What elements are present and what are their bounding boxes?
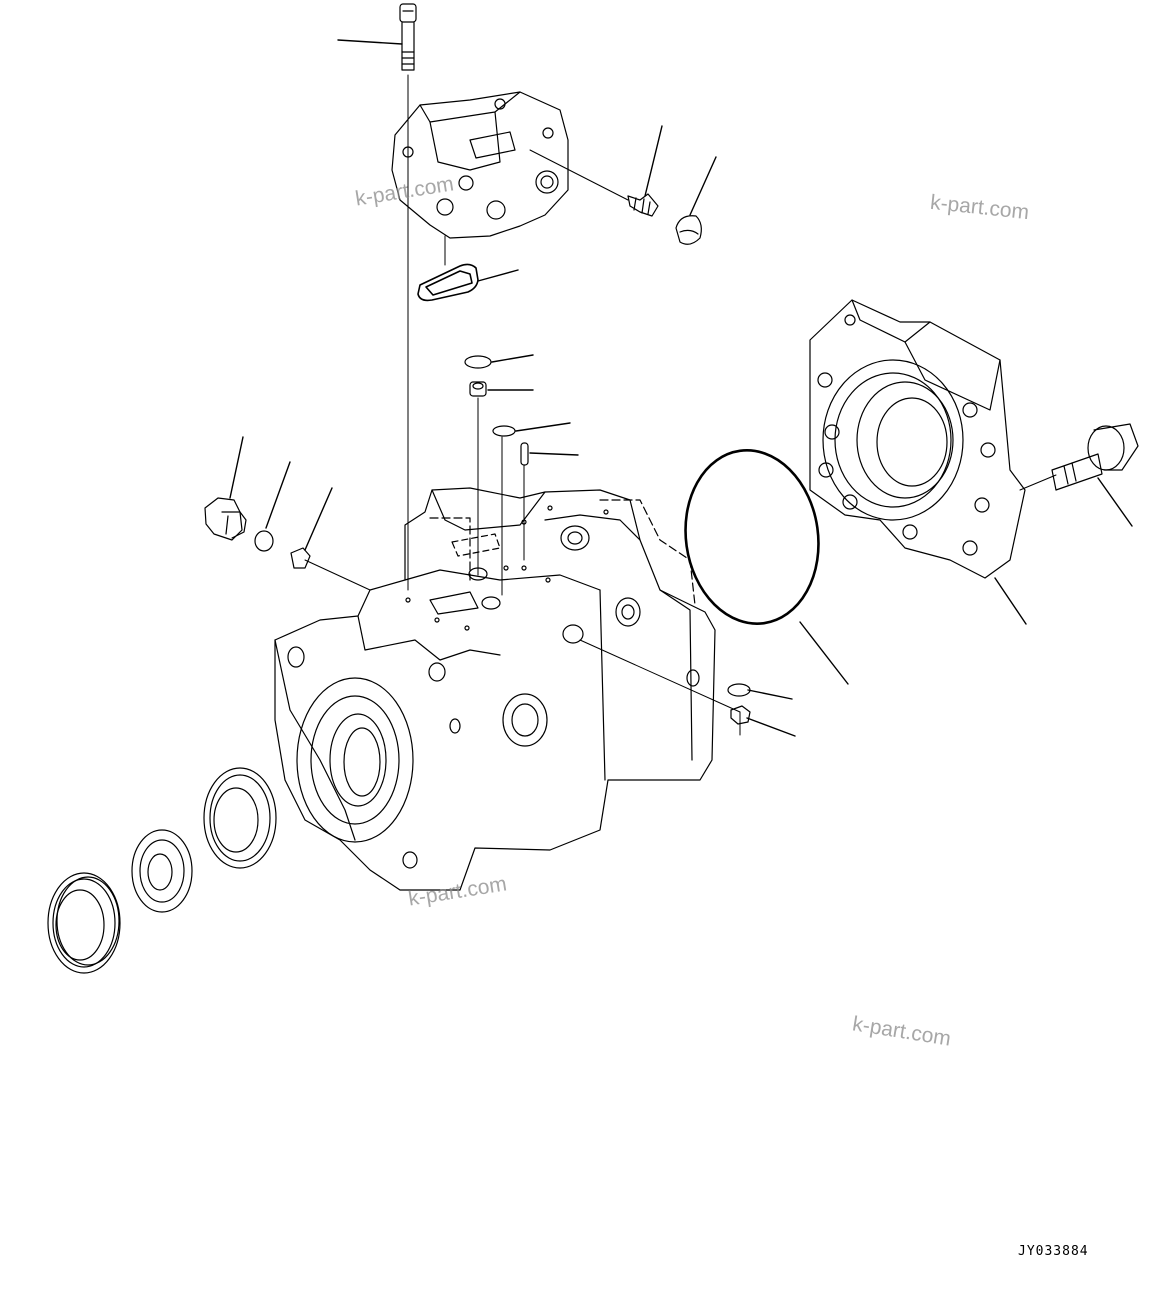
leader-oring-right bbox=[748, 690, 792, 699]
flange-cover bbox=[810, 300, 1025, 578]
cap bbox=[676, 216, 701, 245]
leader-gasket bbox=[478, 270, 518, 281]
shaft-seals bbox=[48, 768, 276, 973]
leader-cap bbox=[690, 157, 716, 215]
large-oring bbox=[675, 442, 830, 633]
top-bolt bbox=[400, 4, 416, 70]
leader-bolt-top bbox=[338, 40, 402, 44]
leader-plug-right bbox=[747, 718, 795, 736]
leader-flange bbox=[995, 578, 1026, 624]
valve-block bbox=[392, 92, 568, 238]
leader-oring-1 bbox=[492, 355, 533, 362]
leader-fitting-left bbox=[305, 488, 332, 550]
drawing-code: JY033884 bbox=[1018, 1244, 1089, 1259]
assembly-lines bbox=[305, 75, 1056, 735]
leader-lines bbox=[230, 40, 1132, 736]
leader-oring-left bbox=[266, 462, 290, 528]
small-parts bbox=[205, 356, 750, 724]
leader-sensor bbox=[645, 126, 662, 196]
leader-bolt-right bbox=[1098, 478, 1132, 526]
leader-large-oring bbox=[800, 622, 848, 684]
bolt-right bbox=[1052, 424, 1138, 490]
sensor-fitting bbox=[628, 194, 658, 216]
leader-pin bbox=[530, 453, 578, 455]
leader-plug-left bbox=[230, 437, 243, 498]
pump-body bbox=[275, 488, 715, 890]
leader-oring-2 bbox=[516, 423, 570, 431]
gasket bbox=[418, 264, 478, 300]
